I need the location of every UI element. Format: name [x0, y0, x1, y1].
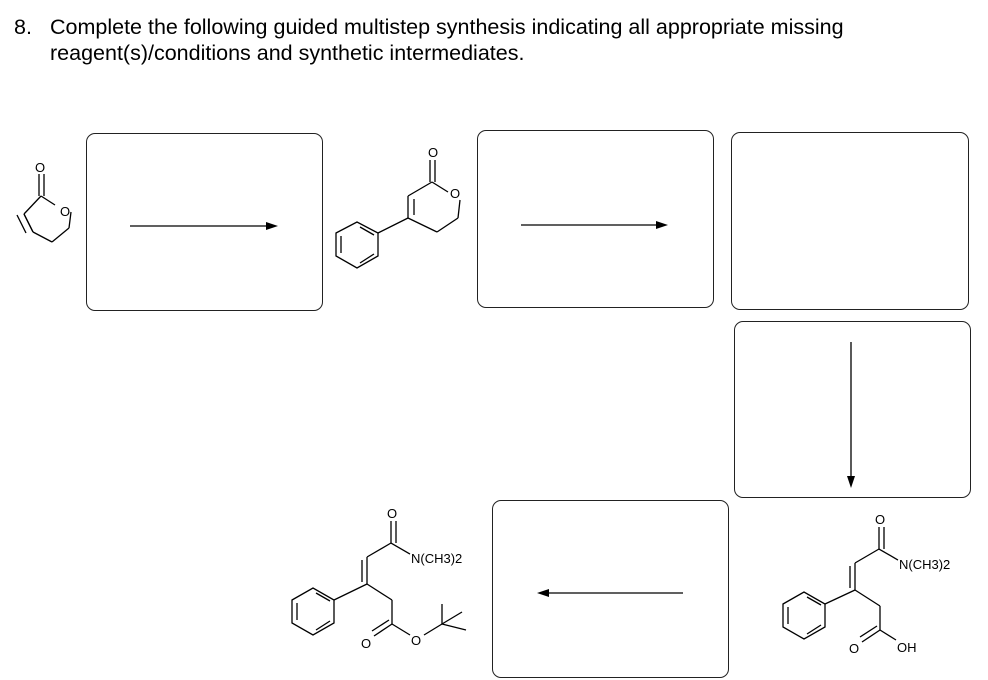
acid-carbonyl-oxygen-label: O: [849, 641, 859, 656]
carbonyl-oxygen-label-2: O: [428, 145, 438, 160]
ester-oxygen-label: O: [411, 633, 421, 648]
ester-carbonyl-oxygen-label: O: [361, 636, 371, 651]
hydroxyl-label: OH: [897, 640, 917, 655]
reagent-box-step2[interactable]: [477, 130, 714, 308]
ring-oxygen-label-2: O: [450, 186, 460, 201]
ring-oxygen-label: O: [60, 204, 70, 219]
amide-oxygen-label: O: [875, 512, 885, 527]
dimethylamino-label: N(CH3)2: [899, 557, 950, 572]
reagent-box-step1[interactable]: [86, 133, 323, 311]
reagent-box-step3[interactable]: [734, 321, 971, 498]
question-text-line2: reagent(s)/conditions and synthetic inte…: [50, 41, 525, 65]
carbonyl-oxygen-label: O: [35, 160, 45, 175]
question-prompt: 8. Complete the following guided multiste…: [14, 14, 844, 66]
question-text-line1: Complete the following guided multistep …: [50, 15, 844, 39]
dimethylamino-label-2: N(CH3)2: [411, 551, 462, 566]
intermediate-box[interactable]: [731, 132, 969, 310]
reagent-box-step4[interactable]: [492, 500, 729, 678]
question-number: 8.: [14, 15, 32, 39]
amide-oxygen-label-2: O: [387, 506, 397, 521]
